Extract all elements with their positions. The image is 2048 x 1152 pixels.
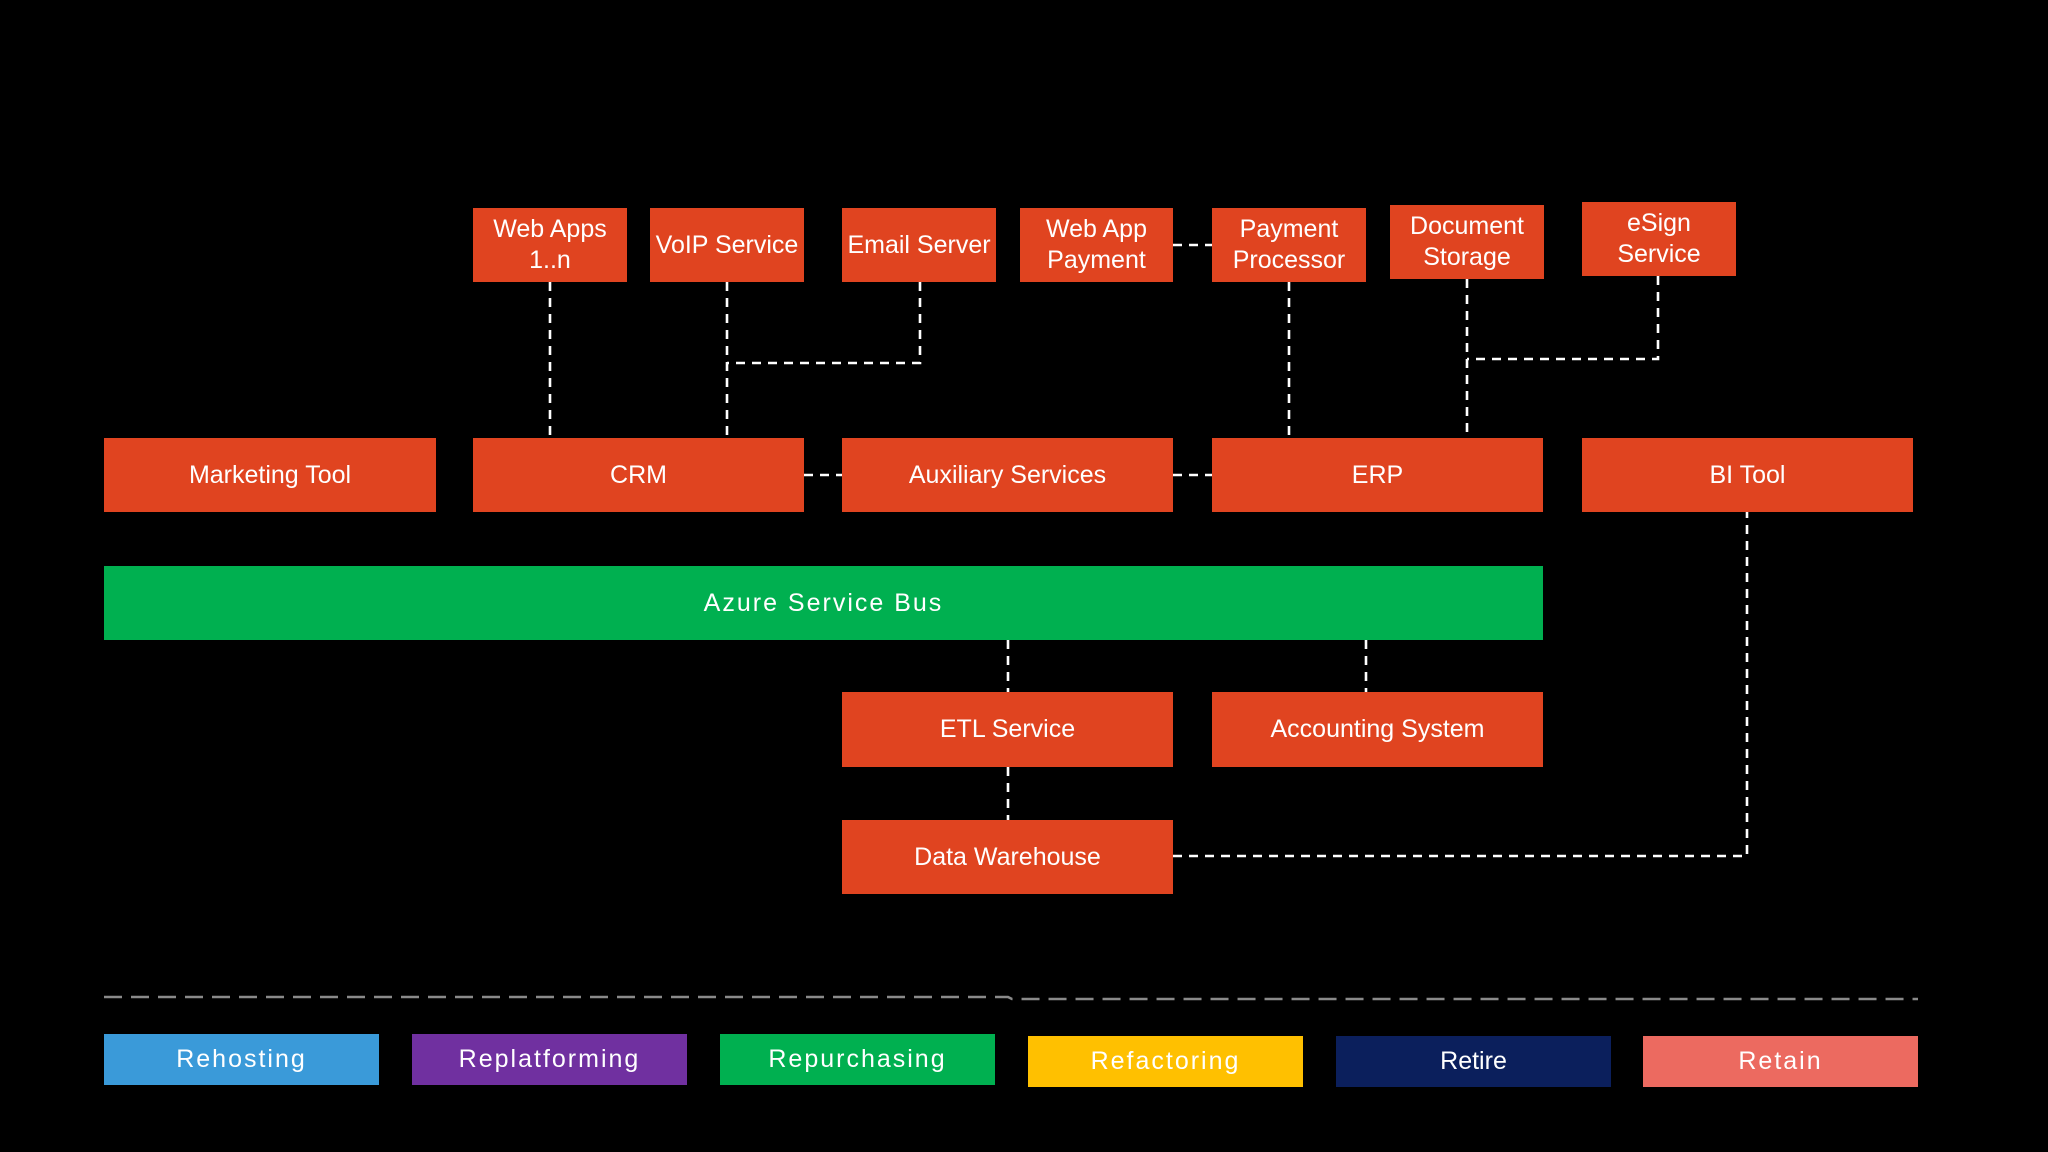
node-payment-processor: Payment Processor [1212, 208, 1366, 282]
node-voip-service: VoIP Service [650, 208, 804, 282]
node-esign-service: eSign Service [1582, 202, 1736, 276]
node-email-server: Email Server [842, 208, 996, 282]
node-azure-service-bus: Azure Service Bus [104, 566, 1543, 640]
legend-refactoring: Refactoring [1028, 1036, 1303, 1087]
node-erp: ERP [1212, 438, 1543, 512]
legend-repurchasing: Repurchasing [720, 1034, 995, 1085]
node-crm: CRM [473, 438, 804, 512]
connector-email-crm [727, 282, 922, 365]
connector-warehouse-bitool [1173, 512, 1749, 858]
node-marketing-tool: Marketing Tool [104, 438, 436, 512]
node-web-apps: Web Apps 1..n [473, 208, 627, 282]
node-web-app-payment: Web App Payment [1020, 208, 1173, 282]
legend-retain: Retain [1643, 1036, 1918, 1087]
legend-separator [104, 995, 1918, 1001]
node-document-storage: Document Storage [1390, 205, 1544, 279]
node-etl-service: ETL Service [842, 692, 1173, 767]
node-bi-tool: BI Tool [1582, 438, 1913, 512]
node-accounting-system: Accounting System [1212, 692, 1543, 767]
connector-esign-erp [1467, 276, 1660, 361]
node-auxiliary-services: Auxiliary Services [842, 438, 1173, 512]
legend-replatforming: Replatforming [412, 1034, 687, 1085]
legend-retire: Retire [1336, 1036, 1611, 1087]
node-data-warehouse: Data Warehouse [842, 820, 1173, 894]
legend-rehosting: Rehosting [104, 1034, 379, 1085]
